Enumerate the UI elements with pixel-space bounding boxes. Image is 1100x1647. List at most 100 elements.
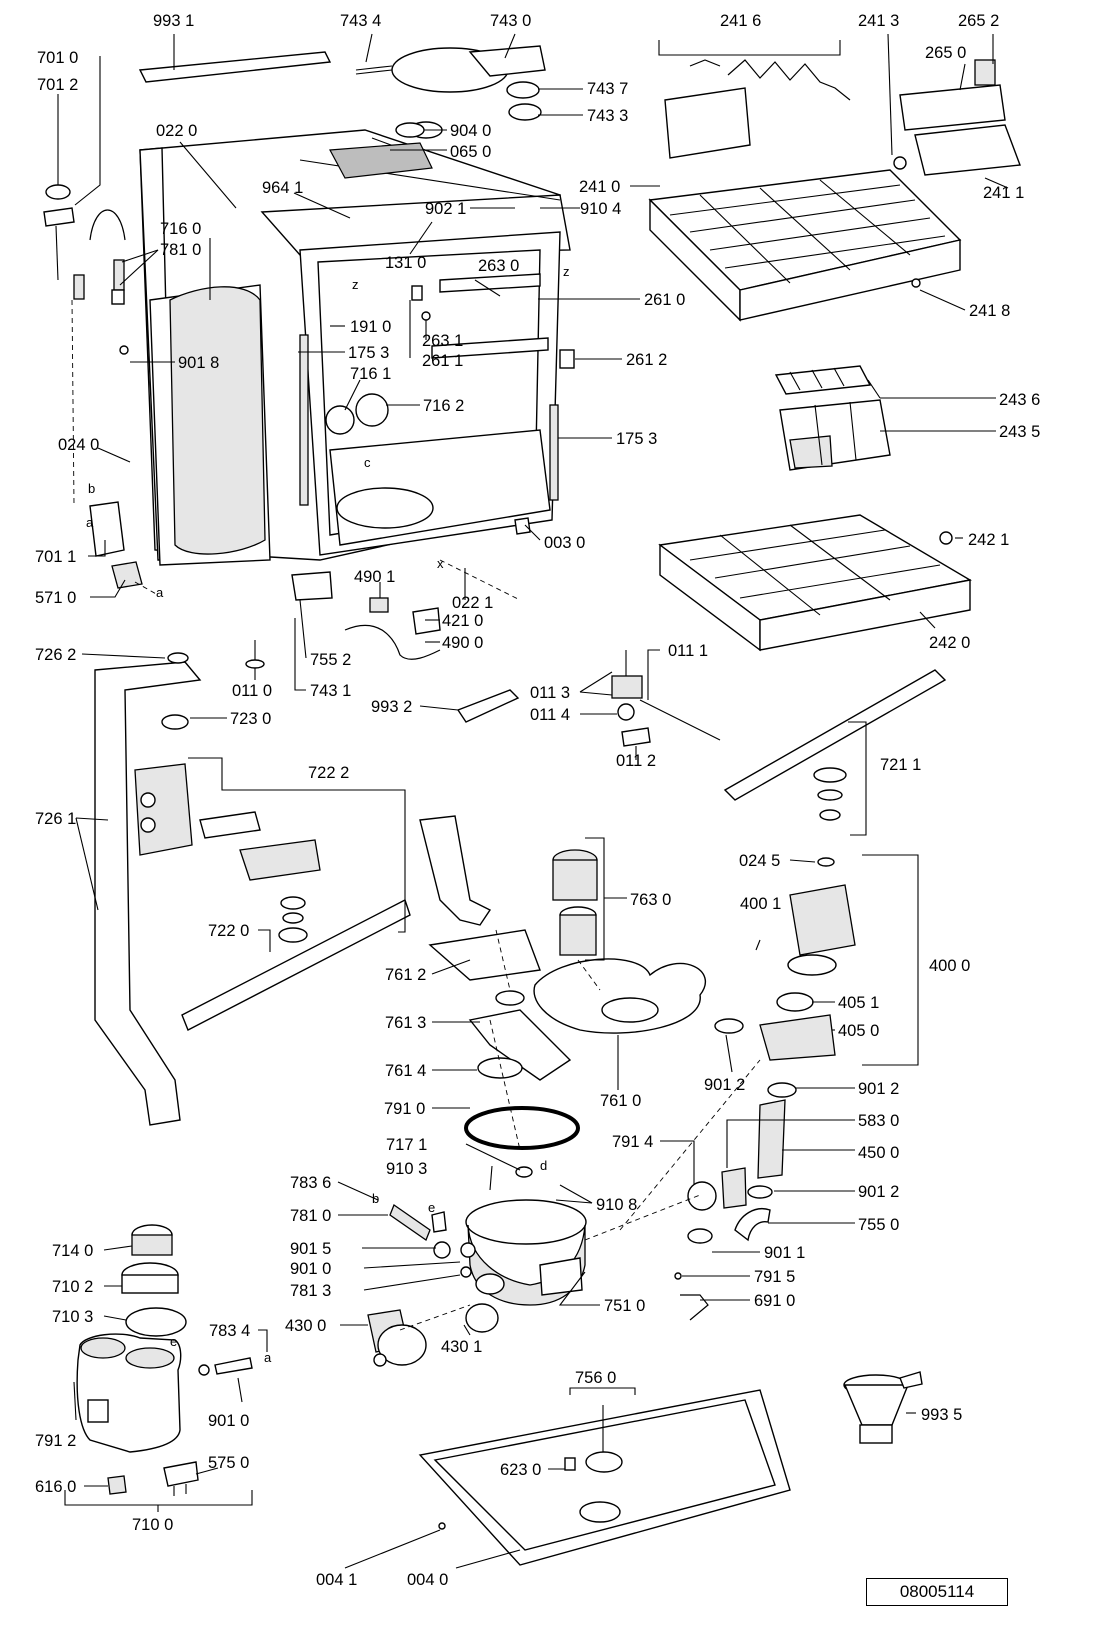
part-label: 710 0 bbox=[132, 1516, 173, 1534]
part-label: 993 5 bbox=[921, 1406, 962, 1424]
drawing-reference-code: 08005114 bbox=[866, 1578, 1008, 1606]
connection-letter: a bbox=[264, 1350, 272, 1365]
part-label: 701 0 bbox=[37, 49, 78, 67]
part-label: 722 0 bbox=[208, 922, 249, 940]
part-label: 910 3 bbox=[386, 1160, 427, 1178]
part-label: 710 3 bbox=[52, 1308, 93, 1326]
part-label: 964 1 bbox=[262, 179, 303, 197]
part-label: 783 4 bbox=[209, 1322, 250, 1340]
part-label: 701 2 bbox=[37, 76, 78, 94]
sump-gasket-drawing bbox=[464, 1106, 580, 1150]
part-label: 131 0 bbox=[385, 254, 426, 272]
part-label: 901 8 bbox=[178, 354, 219, 372]
connection-letter: x bbox=[437, 556, 444, 571]
part-label: 261 2 bbox=[626, 351, 667, 369]
part-label: 175 3 bbox=[616, 430, 657, 448]
water-softener-drawing bbox=[76, 1224, 253, 1496]
inlet-valve-drawing bbox=[43, 184, 143, 589]
cutlery-basket-drawing bbox=[774, 365, 891, 471]
connection-letters: z z c x b a a d b e e a bbox=[86, 264, 570, 1365]
leader-lines bbox=[57, 33, 1009, 1569]
part-label: 191 0 bbox=[350, 318, 391, 336]
part-label: 004 1 bbox=[316, 1571, 357, 1589]
part-label: 726 2 bbox=[35, 646, 76, 664]
part-label: 743 1 bbox=[310, 682, 351, 700]
part-label: 261 1 bbox=[422, 352, 463, 370]
part-label: 022 1 bbox=[452, 594, 493, 612]
part-label: 011 0 bbox=[232, 682, 272, 700]
part-label: 430 1 bbox=[441, 1338, 482, 1356]
part-label: 910 8 bbox=[596, 1196, 637, 1214]
part-label: 263 1 bbox=[422, 332, 463, 350]
part-label: 022 0 bbox=[156, 122, 197, 140]
part-label: 242 0 bbox=[929, 634, 970, 652]
funnel-drawing bbox=[843, 1371, 923, 1444]
base-plate-drawing bbox=[418, 1389, 791, 1566]
part-label: 901 2 bbox=[858, 1080, 899, 1098]
part-label: 004 0 bbox=[407, 1571, 448, 1589]
part-label: 421 0 bbox=[442, 612, 483, 630]
wiring-drawing bbox=[245, 571, 441, 672]
part-label: 571 0 bbox=[35, 589, 76, 607]
basket-clips-drawing bbox=[664, 59, 1021, 176]
part-label: 901 1 bbox=[764, 1244, 805, 1262]
part-label: 761 4 bbox=[385, 1062, 426, 1080]
part-label: 175 3 bbox=[348, 344, 389, 362]
part-label: 791 4 bbox=[612, 1133, 653, 1151]
part-label: 583 0 bbox=[858, 1112, 899, 1130]
connection-letter: e bbox=[428, 1200, 435, 1215]
part-label: 241 8 bbox=[969, 302, 1010, 320]
part-label: 755 0 bbox=[858, 1216, 899, 1234]
part-label: 241 6 bbox=[720, 12, 761, 30]
part-label: 714 0 bbox=[52, 1242, 93, 1260]
part-label: 721 1 bbox=[880, 756, 921, 774]
part-label: 024 0 bbox=[58, 436, 99, 454]
part-label: 743 7 bbox=[587, 80, 628, 98]
lower-spray-arm-drawing bbox=[181, 811, 411, 1031]
part-label: 243 6 bbox=[999, 391, 1040, 409]
part-label: 405 0 bbox=[838, 1022, 879, 1040]
connection-letter: z bbox=[352, 277, 359, 292]
part-label: 901 2 bbox=[704, 1076, 745, 1094]
sump-housing-drawing bbox=[389, 1166, 587, 1333]
part-label: 993 2 bbox=[371, 698, 412, 716]
filter-assembly-drawing bbox=[419, 815, 707, 1081]
connection-letter: e bbox=[170, 1334, 177, 1349]
part-label: 791 0 bbox=[384, 1100, 425, 1118]
part-label: 430 0 bbox=[285, 1317, 326, 1335]
part-label: 716 1 bbox=[350, 365, 391, 383]
part-label: 710 2 bbox=[52, 1278, 93, 1296]
part-label: 011 1 bbox=[668, 642, 708, 660]
part-label: 781 0 bbox=[160, 241, 201, 259]
part-label: 241 1 bbox=[983, 184, 1024, 202]
part-label: 490 1 bbox=[354, 568, 395, 586]
part-label: 400 0 bbox=[929, 957, 970, 975]
part-label: 763 0 bbox=[630, 891, 671, 909]
part-label: 024 5 bbox=[739, 852, 780, 870]
part-label: 722 2 bbox=[308, 764, 349, 782]
part-label: 701 1 bbox=[35, 548, 76, 566]
part-label: 490 0 bbox=[442, 634, 483, 652]
part-label: 783 6 bbox=[290, 1174, 331, 1192]
part-label: 011 2 bbox=[616, 752, 656, 770]
part-label: 761 2 bbox=[385, 966, 426, 984]
part-label: 716 2 bbox=[423, 397, 464, 415]
part-label: 011 4 bbox=[530, 706, 570, 724]
lower-basket-drawing bbox=[658, 514, 972, 652]
part-label: 743 0 bbox=[490, 12, 531, 30]
part-label: 616 0 bbox=[35, 1478, 76, 1496]
part-label: 904 0 bbox=[450, 122, 491, 140]
part-label: 781 0 bbox=[290, 1207, 331, 1225]
part-label: 791 5 bbox=[754, 1268, 795, 1286]
connection-letter: d bbox=[540, 1158, 547, 1173]
part-label: 405 1 bbox=[838, 994, 879, 1012]
part-label: 902 1 bbox=[425, 200, 466, 218]
connection-letter: z bbox=[563, 264, 570, 279]
part-label: 265 2 bbox=[958, 12, 999, 30]
tub-frame-drawing bbox=[139, 122, 575, 601]
part-label: 575 0 bbox=[208, 1454, 249, 1472]
connection-letter: c bbox=[364, 455, 371, 470]
part-label: 263 0 bbox=[478, 257, 519, 275]
upper-spray-arm-drawing bbox=[723, 669, 947, 821]
